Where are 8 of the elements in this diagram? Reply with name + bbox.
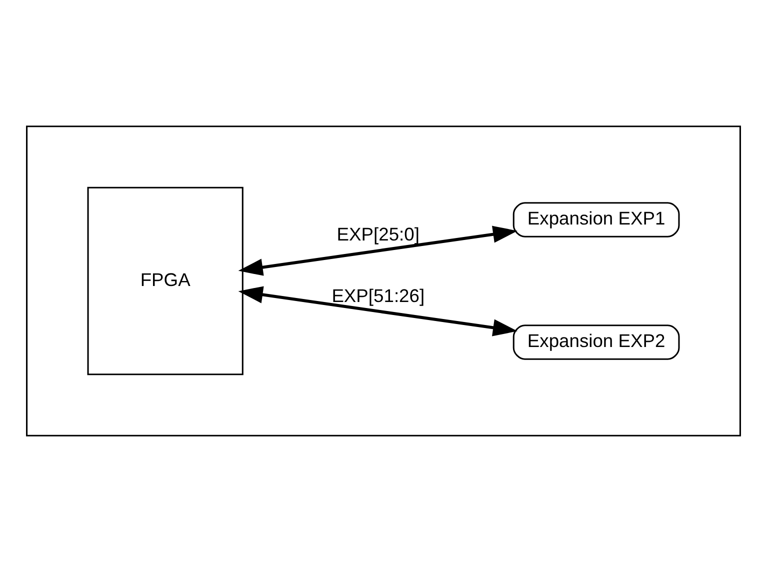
arrow (238, 225, 518, 276)
cluster (26, 125, 741, 436)
node-box: Expansion EXP2 (512, 324, 680, 360)
node-box: FPGA (87, 186, 244, 375)
arrow (238, 286, 518, 336)
edge-label: EXP[51:26] (332, 284, 425, 306)
edge-label: EXP[25:0] (336, 223, 420, 244)
node-box: Expansion EXP1 (512, 202, 680, 237)
